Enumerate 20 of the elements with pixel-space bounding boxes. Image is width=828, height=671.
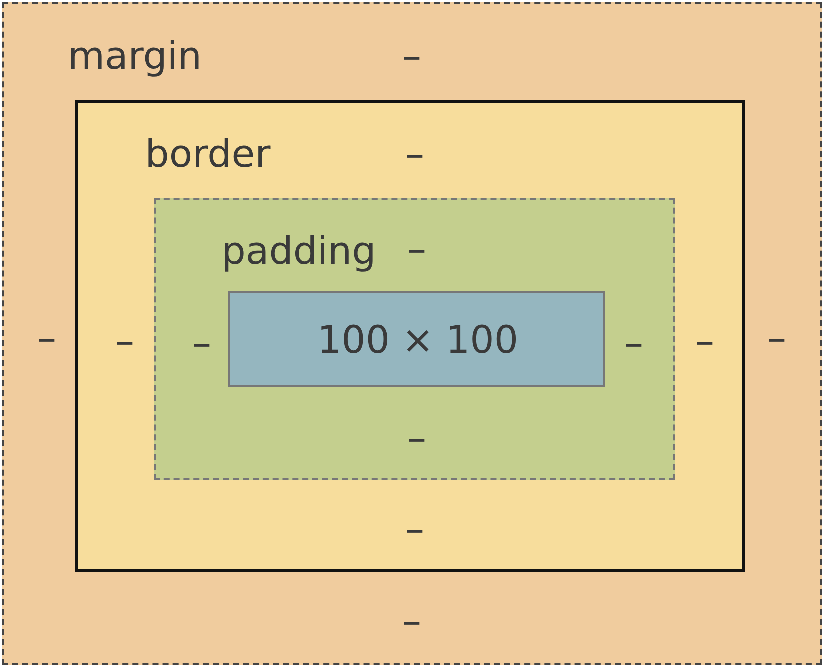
box-label: margin [68,36,202,78]
value-dash: – [402,36,422,78]
box-label: padding [222,231,376,273]
border-box [75,100,745,572]
value-dash: – [406,134,424,176]
content-box [228,291,605,387]
value-dash: – [116,321,134,363]
value-dash: – [38,318,56,360]
box-label: border [145,134,271,176]
value-dash: – [624,323,644,365]
value-dash: – [408,229,426,271]
value-dash: – [408,418,426,460]
padding-box [154,198,675,480]
value-dash: – [768,318,786,360]
value-dash: – [406,509,424,551]
value-dash: – [696,321,714,363]
value-dash: – [402,601,422,643]
dimension-value: 100 × 100 [317,320,519,362]
value-dash: – [192,323,212,365]
margin-box [2,2,822,665]
